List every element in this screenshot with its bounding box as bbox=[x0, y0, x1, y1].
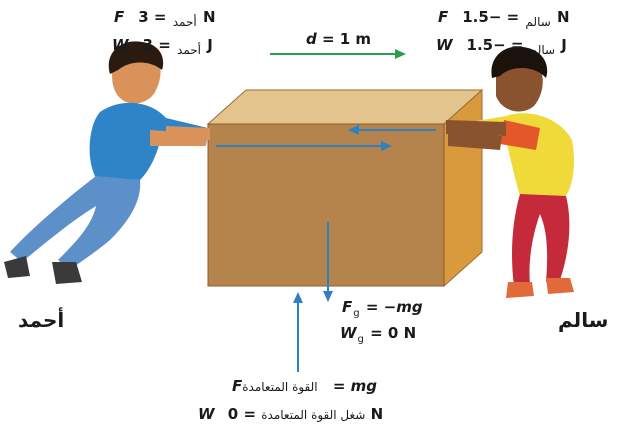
ahmad-force-label: F أحمد = 3 N bbox=[114, 8, 216, 29]
ahmad-work-label: W أحمد = 3 J bbox=[112, 36, 213, 57]
normal-force-arrow bbox=[293, 292, 303, 372]
gravity-work-label: Wg = 0 N bbox=[340, 324, 416, 345]
normal-force-label: Fالقوة المتعامدة = mg bbox=[232, 377, 377, 396]
ahmad-name: أحمد bbox=[18, 308, 65, 332]
salem-work-subscript: سالم bbox=[529, 43, 556, 57]
ahmad-force-symbol: F bbox=[114, 8, 125, 26]
ahmad-force-subscript: أحمد bbox=[172, 15, 197, 29]
displacement-symbol: d bbox=[306, 30, 317, 48]
gravity-force-label: Fg = −mg bbox=[342, 298, 423, 319]
displacement-arrow bbox=[270, 49, 406, 59]
ahmad-force-arrow bbox=[216, 141, 392, 151]
normal-force-subscript: القوة المتعامدة bbox=[242, 380, 318, 394]
ahmad-work-symbol: W bbox=[112, 36, 129, 54]
normal-force-symbol: F bbox=[232, 377, 243, 395]
normal-work-value: = 0 N bbox=[227, 405, 384, 423]
gravity-work-value: = 0 N bbox=[370, 324, 417, 342]
gravity-work-symbol: W bbox=[340, 324, 357, 342]
displacement-value: = 1 m bbox=[321, 30, 372, 48]
salem-work-value: = −1.5 J bbox=[466, 36, 567, 54]
salem-force-value: = −1.5 N bbox=[462, 8, 570, 26]
salem-work-label: W سالم = −1.5 J bbox=[436, 36, 567, 57]
normal-work-symbol: W bbox=[198, 405, 215, 423]
normal-force-value: = mg bbox=[332, 377, 378, 395]
box-top bbox=[206, 89, 484, 125]
gravity-force-value: = −mg bbox=[365, 298, 423, 316]
normal-work-subscript: شغل القوة المتعامدة bbox=[261, 408, 366, 422]
salem-force-arrow bbox=[348, 125, 436, 135]
ahmad-work-subscript: أحمد bbox=[177, 43, 202, 57]
gravity-force-arrow bbox=[323, 222, 333, 302]
gravity-force-subscript: g bbox=[353, 308, 360, 319]
gravity-work-subscript: g bbox=[357, 334, 364, 345]
normal-work-label: W شغل القوة المتعامدة = 0 N bbox=[198, 405, 383, 424]
ahmad-force-value: = 3 N bbox=[138, 8, 216, 26]
ahmad-work-value: = 3 J bbox=[142, 36, 213, 54]
box-front bbox=[207, 123, 445, 287]
salem-work-symbol: W bbox=[436, 36, 453, 54]
gravity-force-symbol: F bbox=[342, 298, 353, 316]
person-salem bbox=[446, 46, 574, 298]
salem-force-subscript: سالم bbox=[525, 15, 551, 29]
box bbox=[206, 88, 484, 288]
displacement-label: d = 1 m bbox=[306, 30, 371, 48]
box-side bbox=[443, 88, 483, 288]
salem-name: سالم bbox=[558, 308, 609, 332]
person-ahmad bbox=[4, 41, 210, 284]
salem-force-symbol: F bbox=[438, 8, 449, 26]
salem-force-label: F سالم = −1.5 N bbox=[438, 8, 570, 29]
